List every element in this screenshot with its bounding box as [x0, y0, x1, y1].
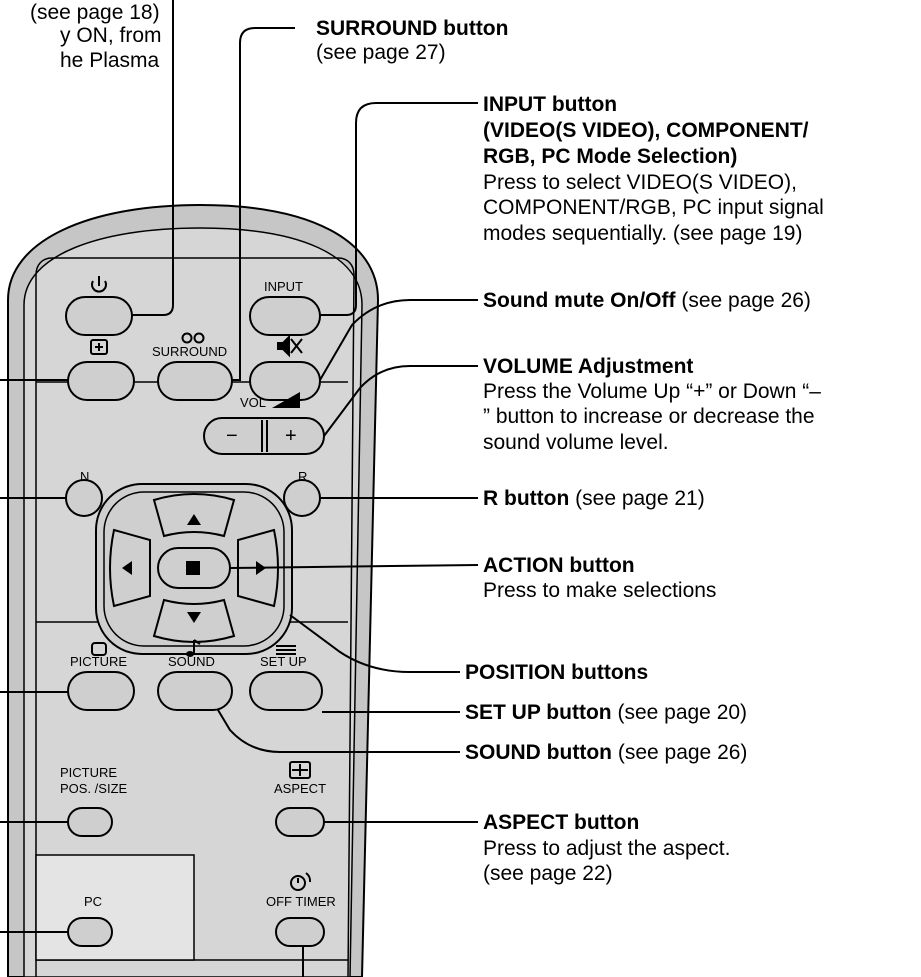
screen-button[interactable] — [67, 361, 135, 401]
off-timer-icon — [290, 872, 312, 891]
sound-note-icon — [186, 639, 201, 657]
mute-icon — [277, 334, 303, 358]
pc-button[interactable] — [67, 917, 113, 947]
aspect-icon — [289, 761, 311, 779]
leader-lines — [0, 0, 479, 977]
input-button[interactable] — [249, 296, 321, 336]
stop-square-icon — [186, 561, 200, 575]
arrow-down-icon — [187, 612, 201, 623]
volume-rocker[interactable] — [203, 417, 325, 455]
arrow-up-icon — [187, 514, 201, 525]
power-icon — [91, 276, 107, 293]
setup-lines-icon — [276, 645, 296, 655]
arrow-left-icon — [122, 561, 132, 575]
picture-button[interactable] — [67, 671, 135, 711]
icons — [90, 276, 312, 891]
r-button[interactable] — [283, 479, 321, 517]
aspect-button[interactable] — [275, 807, 325, 837]
picture-icon — [91, 642, 107, 656]
volume-ramp-icon — [272, 392, 300, 408]
setup-button[interactable] — [249, 671, 323, 711]
n-button[interactable] — [65, 479, 103, 517]
screen-plus-icon — [90, 339, 108, 355]
off-timer-button[interactable] — [275, 917, 325, 947]
power-button[interactable] — [65, 296, 133, 336]
surround-button[interactable] — [157, 361, 233, 401]
position-pad — [95, 483, 293, 655]
picture-pos-button[interactable] — [67, 807, 113, 837]
mute-button[interactable] — [249, 361, 321, 401]
remote-buttons — [65, 296, 325, 947]
sound-button[interactable] — [157, 671, 233, 711]
surround-icon — [181, 332, 205, 344]
